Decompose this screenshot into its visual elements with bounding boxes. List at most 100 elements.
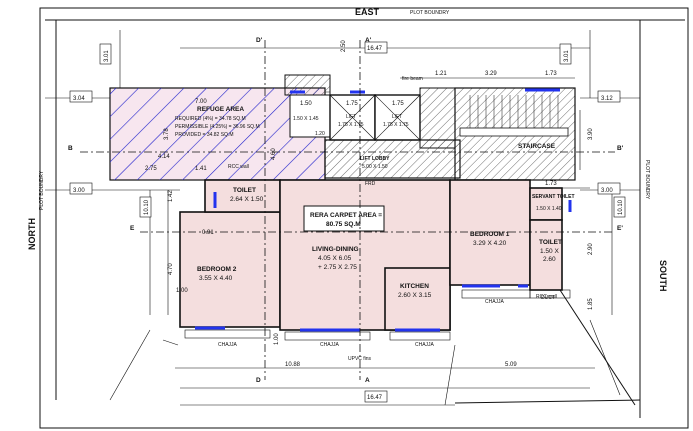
- dim-16-47-top: 16.47: [367, 46, 383, 52]
- dim-1-41: 1.41: [195, 166, 207, 172]
- south-label: SOUTH: [658, 260, 668, 292]
- section-a-top: A': [365, 37, 372, 44]
- angled-lines: [109, 319, 621, 406]
- staircase-label: STAIRCASE: [518, 143, 556, 150]
- rcc-wall-top: RCC wall: [228, 164, 249, 170]
- toilet-1-area: [204, 179, 281, 213]
- servant-toilet-name: SERVANT TOILET: [532, 194, 575, 200]
- dim-3-00-left: 3.00: [73, 188, 85, 194]
- plot-boundary-left: PLOT BOUNDRY: [39, 170, 45, 210]
- dim-3-29: 3.29: [485, 71, 497, 77]
- dim-3-01-right: 3.01: [564, 50, 570, 62]
- dim-4-70: 4.70: [168, 263, 174, 275]
- bedroom1-name: BEDROOM 1: [470, 231, 510, 238]
- section-lines: [80, 40, 615, 380]
- section-b-left: B: [68, 145, 73, 152]
- section-a-bottom: A: [365, 377, 370, 384]
- dim-4-14: 4.14: [158, 154, 170, 160]
- refuge-title: REFUGE AREA: [197, 106, 244, 113]
- dim-0-91: 0.91: [202, 230, 214, 236]
- carpet-line2: 80.75 SQ.M: [326, 221, 361, 228]
- rcc-wall-right: RCC wall: [536, 294, 557, 300]
- dim-10-88: 10.88: [285, 362, 301, 368]
- bedroom-2-area: [179, 211, 281, 328]
- chajja-1: CHAJJA: [218, 342, 238, 348]
- dim-1-73-top: 1.73: [545, 71, 557, 77]
- dim-16-47-bottom: 16.47: [367, 395, 383, 401]
- refuge-provided: PROVIDED = 34.82 SQ.M: [175, 132, 234, 138]
- chajja-lines: [184, 289, 571, 341]
- dim-1-85: 1.85: [588, 298, 594, 310]
- kitchen-dim: 2.60 X 3.15: [398, 292, 432, 299]
- east-label: EAST: [355, 7, 380, 17]
- living-dim2: + 2.75 X 2.75: [318, 264, 357, 271]
- bedroom1-dim: 3.29 X 4.20: [473, 240, 507, 247]
- chajja-4: CHAJJA: [485, 299, 505, 305]
- toilet-2-area: [529, 219, 563, 291]
- dim-5-09: 5.09: [505, 362, 517, 368]
- drawing-frame: [39, 7, 689, 429]
- toilet2-dim2: 2.60: [543, 256, 556, 263]
- dim-10-10-right: 10.10: [618, 199, 624, 215]
- toilet2-name: TOILET: [539, 239, 562, 246]
- dim-2-75: 2.75: [145, 166, 157, 172]
- lift2-dim: 1.75 X 1.75: [383, 122, 409, 128]
- lift-dim: 1.75 X 1.75: [338, 122, 364, 128]
- servant-toilet-dim: 1.50 X 1.40: [536, 206, 562, 212]
- plot-boundary-top: PLOT BOUNDRY: [410, 10, 450, 16]
- refuge-permissible: PERMISSIBLE (4.25%) = 36.96 SQ.M: [175, 124, 260, 130]
- dim-7-00: 7.00: [195, 99, 207, 105]
- dim-1-75b: 1.75: [392, 101, 404, 107]
- refuge-required: REQUIRED (4%) = 34.78 SQ.M: [175, 116, 246, 122]
- section-b-right: B': [617, 145, 624, 152]
- dim-3-04: 3.04: [73, 96, 85, 102]
- dim-10-10-left: 10.10: [144, 199, 150, 215]
- stair-treads: [469, 95, 559, 130]
- lobby-dim: 5.00 X 1.50: [362, 164, 388, 170]
- chajja-2: CHAJJA: [320, 342, 340, 348]
- section-e-right: E': [617, 225, 623, 232]
- toilet1-dim: 2.64 X 1.50: [230, 196, 264, 203]
- section-e-left: E: [130, 225, 135, 232]
- dim-3-12: 3.12: [601, 96, 613, 102]
- frd-label: FRD: [365, 181, 376, 187]
- dim-2-50: 2.50: [341, 40, 347, 52]
- upvc-label: UPVC fins: [348, 356, 372, 362]
- lift-lobby-label: LIFT LOBBY: [360, 156, 390, 162]
- shaft-right: [419, 87, 456, 149]
- dim-3-90: 3.90: [588, 128, 594, 140]
- section-d-bottom: D: [256, 377, 261, 384]
- dim-3-00-right: 3.00: [601, 188, 613, 194]
- dim-3-78: 3.78: [164, 128, 170, 140]
- shaft-room: [289, 94, 331, 138]
- kitchen-name: KITCHEN: [400, 283, 429, 290]
- bedroom2-dim: 3.55 X 4.40: [199, 275, 233, 282]
- fire-beam: fire beam: [402, 76, 423, 82]
- dim-1-20: 1.20: [315, 131, 325, 137]
- dim-1-73-mid: 1.73: [545, 181, 557, 187]
- plot-boundary: [45, 19, 685, 418]
- toilet2-dim1: 1.50 X: [540, 248, 559, 255]
- carpet-line1: RERA CARPET AREA =: [310, 212, 382, 219]
- living-dim1: 4.05 X 6.05: [318, 255, 352, 262]
- chajja-3: CHAJJA: [415, 342, 435, 348]
- carpet-area-box: [303, 205, 385, 232]
- dim-1-00-left: 1.00: [176, 288, 188, 294]
- lift-lobby: [324, 139, 461, 179]
- dim-1-50: 1.50: [300, 101, 312, 107]
- dim-3-01-left: 3.01: [104, 50, 110, 62]
- stair-landing: [459, 127, 569, 137]
- apartment-walls: [179, 179, 563, 331]
- dim-1-42: 1.42: [168, 190, 174, 202]
- toilet1-name: TOILET: [233, 187, 256, 194]
- dim-1-21: 1.21: [435, 71, 447, 77]
- dim-1-00-mid: 1.00: [274, 333, 280, 345]
- lift2-label: LIFT: [392, 114, 402, 120]
- servant-toilet-area: [529, 187, 563, 221]
- living-name: LIVING-DINING: [312, 246, 359, 253]
- dim-4-60: 4.60: [271, 148, 277, 160]
- kitchen-area: [384, 267, 451, 331]
- sw-dim: 1.50 X 1.45: [293, 116, 319, 122]
- north-label: NORTH: [27, 218, 37, 250]
